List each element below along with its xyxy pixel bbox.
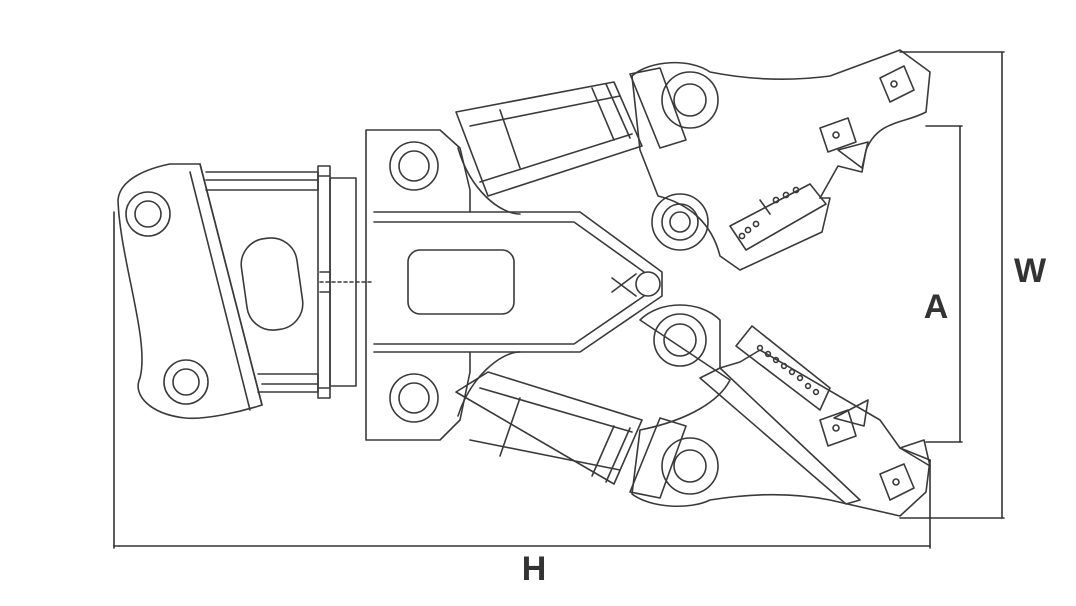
main-body (365, 129, 663, 441)
width-label: W (1014, 252, 1047, 290)
length-label: H (522, 550, 547, 588)
rotation-flange (317, 165, 373, 399)
lower-jaw (631, 304, 931, 517)
mounting-bracket (117, 163, 319, 420)
dimension-lines (113, 51, 1005, 549)
opening-label: A (924, 288, 949, 326)
upper-cylinder (455, 67, 687, 215)
lower-cylinder (455, 351, 687, 499)
upper-jaw (631, 49, 931, 271)
